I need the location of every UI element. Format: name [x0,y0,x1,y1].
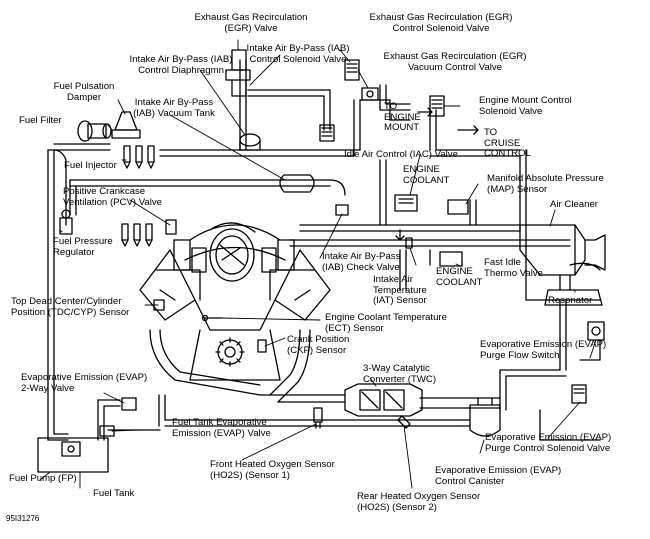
label-fuel-pulsation-damper: Fuel Pulsation Damper [53,81,115,103]
exhaust-pipe [149,329,501,409]
label-iab-control-diaphragm: Intake Air By-Pass (IAB) Control Diaphra… [129,54,233,76]
label-iat-sensor: Intake Air Temperature (IAT) Sensor [373,274,427,307]
label-egr-valve: Exhaust Gas Recirculation (EGR) Valve [194,12,308,34]
label-map-sensor: Manifold Absolute Pressure (MAP) Sensor [487,173,604,195]
fuel-pressure-regulator-icon [59,209,73,235]
map-sensor-icon [447,199,469,215]
label-fuel-injector: Fuel Injector [64,160,117,171]
fuel-pulsation-damper-icon [111,111,141,139]
label-evap-2way-valve: Evaporative Emission (EVAP) 2-Way Valve [21,372,148,394]
label-iab-control-solenoid-valve: Intake Air By-Pass (IAB) Control Solenoi… [246,43,350,65]
air-cleaner-icon [519,224,606,291]
iab-vacuum-tank-icon [279,174,315,193]
engine-mount-solenoid-icon [429,95,445,117]
label-egr-control-solenoid-valve: Exhaust Gas Recirculation (EGR) Control … [369,12,513,34]
label-engine-coolant-top: ENGINE COOLANT [403,164,450,186]
label-evap-purge-flow-switch: Evaporative Emission (EVAP) Purge Flow S… [480,339,607,361]
label-fuel-pump: Fuel Pump (FP) [9,473,77,484]
fuel-line [47,143,111,441]
rear-o2-sensor-icon [397,415,411,429]
label-front-ho2s: Front Heated Oxygen Sensor (HO2S) (Senso… [210,459,335,481]
engine-block [139,224,331,381]
egr-vacuum-control-icon [361,87,379,101]
throttle-body [209,222,256,282]
crank-pulley-icon [215,337,245,367]
label-fuel-tank-evap-valve: Fuel Tank Evaporative Emission (EVAP) Va… [172,417,271,439]
label-tdc-cyp-sensor: Top Dead Center/Cylinder Position (TDC/C… [11,296,130,318]
fuel-filter-icon [77,120,112,142]
front-o2-sensor-icon [313,407,323,429]
label-fuel-filter: Fuel Filter [19,115,62,126]
resonator-icon [544,262,603,306]
evap-purge-control-solenoid-icon [571,384,587,404]
catalytic-converter-icon [344,383,423,417]
label-twc: 3-Way Catalytic Converter (TWC) [363,363,437,385]
fast-idle-thermo-valve-icon [439,251,463,267]
label-ect-sensor: Engine Coolant Temperature (ECT) Sensor [325,312,447,334]
iab-control-solenoid-icon [319,124,335,142]
label-ckp-sensor: Crank Position (CKP) Sensor [287,334,350,356]
ect-sensor-icon [201,314,223,322]
egr-control-solenoid-icon [344,59,360,81]
figure-code: 95I31276 [6,514,40,523]
label-iab-vacuum-tank: Intake Air By-Pass (IAB) Vacuum Tank [133,97,215,119]
iab-control-diaphragm-icon [239,133,261,151]
label-fuel-pressure-regulator: Fuel Pressure Regulator [53,236,113,258]
iac-valve-icon [394,194,418,212]
iat-sensor-icon [405,237,413,249]
label-to-cruise-control: TO CRUISE CONTROL [484,127,531,160]
fuel-tank-icon [37,437,109,473]
label-evap-control-canister: Evaporative Emission (EVAP) Control Cani… [435,465,562,487]
label-engine-mount-control-solenoid: Engine Mount Control Solenoid Valve [479,95,572,117]
label-egr-vacuum-control-valve: Exhaust Gas Recirculation (EGR) Vacuum C… [383,51,527,73]
label-air-cleaner: Air Cleaner [550,199,598,210]
label-fast-idle-thermo-valve: Fast Idle Thermo Valve [484,257,544,279]
label-iab-check-valve: Intake Air By-Pass (IAB) Check Valve [322,251,401,273]
label-engine-coolant-bottom: ENGINE COOLANT [436,266,483,288]
label-to-engine-mount: TO ENGINE MOUNT [384,101,421,134]
evap-control-canister-icon [469,397,501,437]
leader-lines [39,39,597,489]
label-rear-ho2s: Rear Heated Oxygen Sensor (HO2S) (Sensor… [357,491,481,513]
label-resonator: Resonator [548,295,593,306]
label-iac-valve: Idle Air Control (IAC) Valve [344,149,458,160]
evap-purge-flow-switch-icon [587,321,605,341]
egr-valve-icon [225,49,251,97]
label-fuel-tank: Fuel Tank [93,488,135,499]
label-pcv-valve: Positive Crankcase Ventilation (PCV) Val… [63,186,163,208]
label-evap-purge-control-solenoid: Evaporative Emission (EVAP) Purge Contro… [485,432,612,454]
arrow-icons [395,107,479,241]
evap-2way-valve-icon [121,397,137,411]
intake-runners [173,239,295,273]
fuel-injector-icon [121,145,155,247]
iab-check-valve-icon [335,204,349,216]
pcv-valve-icon [165,219,177,235]
